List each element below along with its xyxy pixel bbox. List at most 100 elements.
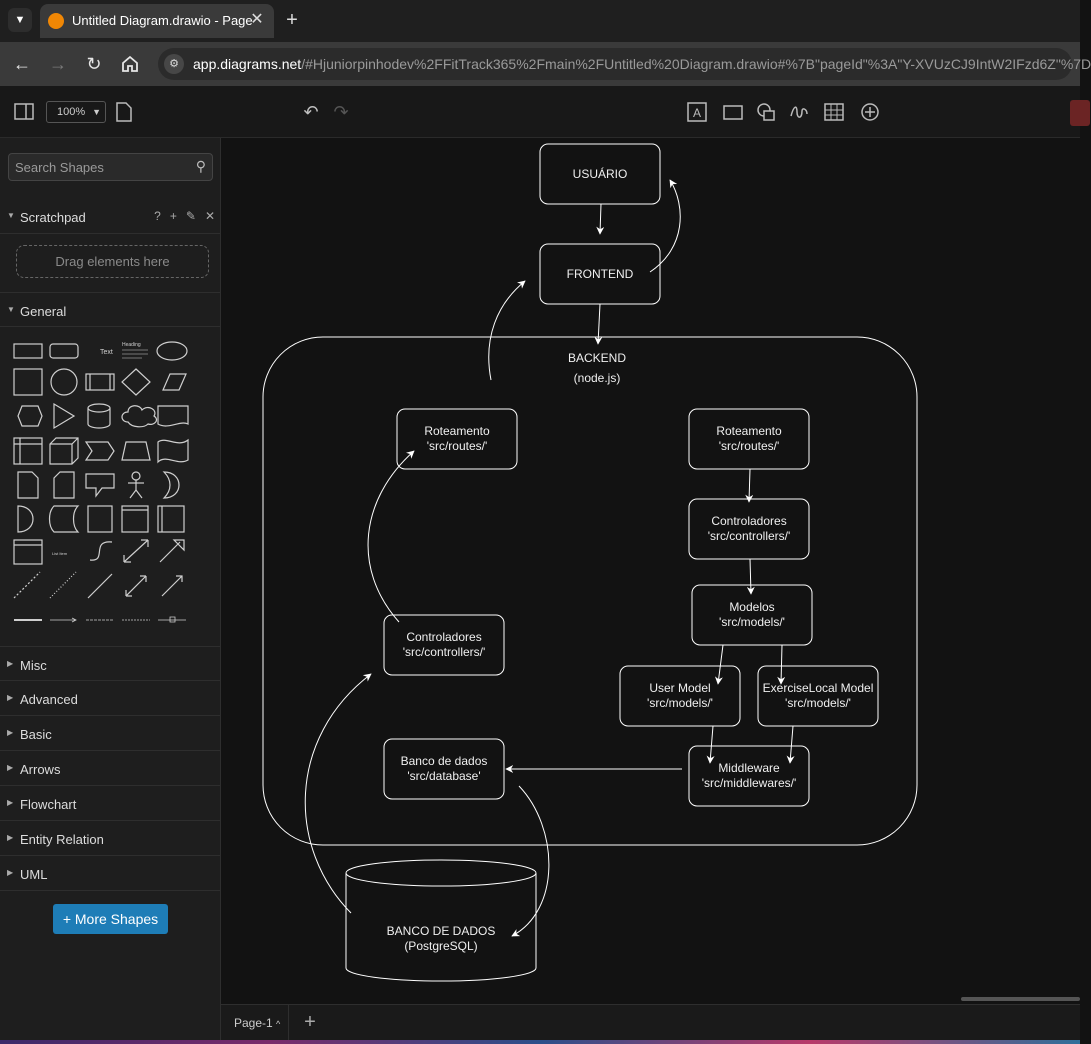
shape-callout[interactable] — [85, 473, 115, 498]
shape-delay[interactable] — [17, 505, 34, 533]
section-scratchpad[interactable]: ▼ Scratchpad ? + ✎ ✕ — [0, 199, 221, 234]
backend-container[interactable] — [262, 336, 918, 846]
shape-or[interactable] — [162, 471, 180, 499]
edge-frontend-usuario[interactable] — [649, 179, 681, 273]
node-models[interactable] — [691, 584, 813, 646]
edge-controllers-routes[interactable] — [367, 450, 415, 623]
add-icon[interactable]: + — [169, 209, 177, 223]
shape-trapezoid[interactable] — [121, 441, 151, 461]
node-controllers-left[interactable] — [383, 614, 505, 676]
close-icon[interactable]: ✕ — [204, 209, 215, 223]
search-shapes-input[interactable]: Search Shapes — [15, 160, 104, 175]
section-uml[interactable]: ▶UML — [0, 856, 221, 891]
shape-frame[interactable] — [121, 505, 149, 533]
edge-models-usermodel[interactable] — [714, 644, 724, 685]
edge-frontend-backend[interactable] — [594, 303, 603, 345]
back-arrow-icon[interactable]: ← — [13, 54, 31, 74]
redo-icon[interactable]: ↷ — [333, 102, 349, 122]
chevron-up-icon[interactable]: ^ — [276, 1019, 281, 1029]
shape-line[interactable] — [87, 573, 113, 599]
shape-tape[interactable] — [157, 438, 189, 464]
url-field[interactable]: ⚙ app.diagrams.net/#Hjuniorpinhodev%2FFi… — [158, 48, 1091, 80]
site-info-icon[interactable]: ⚙ — [164, 54, 184, 74]
shape-step[interactable] — [84, 441, 115, 461]
diagram-canvas[interactable]: USUÁRIO FRONTEND BACKEND (node.js) Rotea… — [221, 138, 1080, 1004]
shape-parallelogram[interactable] — [162, 373, 187, 391]
shape-circle[interactable] — [50, 368, 78, 396]
new-tab-button[interactable]: + — [286, 9, 298, 31]
section-arrows[interactable]: ▶Arrows — [0, 751, 221, 786]
browser-tab[interactable]: Untitled Diagram.drawio - Page ✕ — [40, 4, 274, 38]
shape-cloud[interactable] — [121, 405, 158, 428]
edge-backend-frontend[interactable] — [488, 280, 526, 381]
shape-cylinder[interactable] — [87, 403, 111, 429]
node-exercise-model[interactable] — [757, 665, 879, 727]
edge-models-exmodel[interactable] — [777, 644, 786, 685]
search-icon[interactable]: ⚲ — [195, 158, 206, 174]
rectangle-tool-icon[interactable] — [722, 101, 744, 123]
shape-link-arrow[interactable] — [50, 617, 77, 623]
edge-usermodel-middleware[interactable] — [706, 725, 715, 764]
node-routes-right[interactable] — [688, 408, 810, 470]
section-misc[interactable]: ▶Misc — [0, 646, 221, 681]
shapes-tool-icon[interactable] — [755, 101, 777, 123]
section-general[interactable]: ▼ General — [0, 292, 221, 327]
shape-rectangle[interactable] — [13, 343, 43, 359]
shape-dotted-line[interactable] — [49, 571, 77, 599]
node-usuario[interactable] — [539, 143, 661, 205]
shape-hexagon[interactable] — [17, 405, 43, 427]
search-shapes-field[interactable]: Search Shapes ⚲ — [8, 153, 213, 181]
edit-icon[interactable]: ✎ — [185, 209, 196, 223]
shape-bidirectional-arrow[interactable] — [123, 539, 149, 563]
shape-heading[interactable]: Heading — [122, 342, 141, 348]
shape-dashed-line[interactable] — [13, 571, 41, 599]
shape-card[interactable] — [53, 471, 75, 499]
node-routes-left[interactable] — [396, 408, 518, 470]
section-entity-relation[interactable]: ▶Entity Relation — [0, 821, 221, 856]
node-middleware[interactable] — [688, 745, 810, 807]
text-tool-icon[interactable]: A — [686, 101, 708, 123]
shape-container[interactable] — [13, 539, 43, 565]
shape-directional-line[interactable] — [161, 575, 183, 597]
forward-arrow-icon[interactable]: → — [49, 54, 67, 74]
page-view-icon[interactable] — [116, 102, 132, 122]
shape-data-storage[interactable] — [48, 505, 80, 533]
edge-exmodel-middleware[interactable] — [786, 725, 795, 764]
horizontal-scrollbar[interactable] — [961, 997, 1080, 1001]
page-tab[interactable]: Page-1 ^ — [221, 1005, 289, 1041]
shape-connector[interactable] — [158, 616, 186, 623]
shape-cube[interactable] — [49, 437, 79, 465]
help-icon[interactable]: ? — [154, 209, 161, 223]
shape-text[interactable]: Text — [100, 349, 113, 356]
shape-arrow[interactable] — [159, 539, 185, 563]
shape-triangle[interactable] — [53, 402, 76, 430]
edge-controllers-models[interactable] — [746, 558, 755, 595]
more-shapes-button[interactable]: + More Shapes — [53, 904, 168, 934]
insert-icon[interactable] — [859, 101, 881, 123]
shape-document[interactable] — [157, 405, 189, 427]
edge-postgres-controllers[interactable] — [304, 673, 372, 914]
tab-close-icon[interactable]: ✕ — [250, 11, 264, 28]
shape-internal-storage[interactable] — [13, 437, 43, 465]
shape-square[interactable] — [13, 368, 43, 396]
shape-process[interactable] — [85, 373, 115, 391]
shape-vertical-frame[interactable] — [157, 505, 185, 533]
node-postgres-cylinder[interactable] — [345, 859, 537, 982]
node-user-model[interactable] — [619, 665, 741, 727]
zoom-select[interactable]: 100%▼ — [46, 101, 106, 123]
section-basic[interactable]: ▶Basic — [0, 716, 221, 751]
edge-routes-controllers[interactable] — [745, 468, 754, 503]
freehand-tool-icon[interactable] — [788, 101, 810, 123]
edge-usuario-frontend[interactable] — [596, 203, 605, 235]
scratchpad-drop-zone[interactable]: Drag elements here — [16, 245, 209, 278]
shape-note[interactable] — [17, 471, 39, 499]
shape-list-item[interactable]: List Item — [52, 551, 68, 556]
table-tool-icon[interactable] — [823, 101, 845, 123]
home-icon[interactable] — [118, 52, 142, 76]
add-page-button[interactable]: + — [304, 1011, 316, 1033]
shape-square-2[interactable] — [87, 505, 113, 533]
reload-icon[interactable]: ↻ — [86, 54, 102, 74]
edge-dbsrc-postgres[interactable] — [511, 785, 550, 937]
shape-double-arrow-line[interactable] — [125, 575, 147, 597]
shape-ellipse[interactable] — [156, 341, 188, 361]
